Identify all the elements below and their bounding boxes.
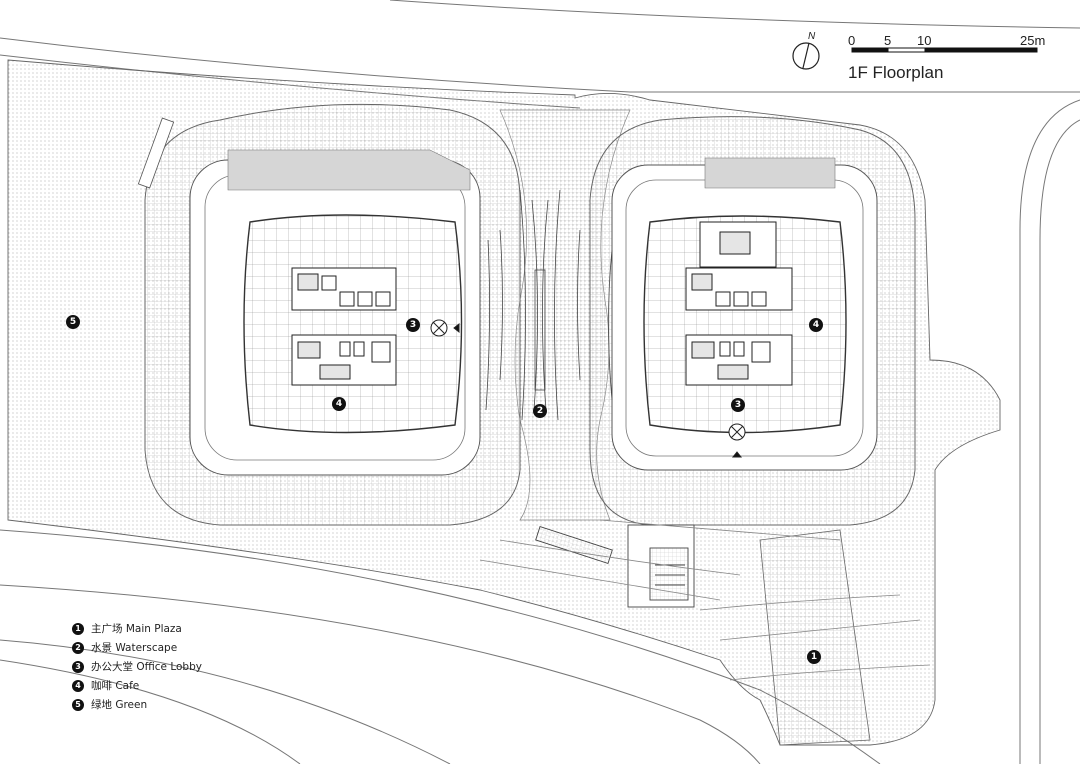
marker-main-plaza: 1 — [807, 650, 821, 664]
legend-badge: 2 — [72, 641, 84, 654]
scale-tick-0: 0 — [848, 33, 856, 48]
legend-text: 水景 Waterscape — [91, 642, 178, 654]
marker-green: 5 — [66, 315, 80, 329]
marker-waterscape: 2 — [533, 404, 547, 418]
legend-text: 主广场 Main Plaza — [91, 623, 182, 635]
legend-item: 1 主广场 Main Plaza — [72, 619, 202, 638]
legend: 1 主广场 Main Plaza 2 水景 Waterscape 3 办公大堂 … — [72, 619, 202, 714]
legend-item: 5 绿地 Green — [72, 695, 202, 714]
plan-title: 1F Floorplan — [848, 63, 944, 82]
marker-cafe-right: 4 — [809, 318, 823, 332]
waterscape-lines — [485, 189, 613, 421]
marker-cafe-left: 4 — [332, 397, 346, 411]
north-label: N — [808, 31, 816, 42]
legend-text: 办公大堂 Office Lobby — [91, 661, 202, 673]
revolving-doors — [430, 319, 746, 458]
marker-lobby-right: 3 — [731, 398, 745, 412]
legend-badge: 4 — [72, 679, 84, 692]
legend-text: 咖啡 Cafe — [91, 680, 140, 692]
right-core — [685, 221, 793, 386]
scale-tick-10: 10 — [917, 33, 932, 48]
legend-badge: 3 — [72, 660, 84, 673]
legend-item: 3 办公大堂 Office Lobby — [72, 657, 202, 676]
scale-tick-5: 5 — [884, 33, 892, 48]
north-arrow — [792, 42, 820, 70]
legend-text: 绿地 Green — [91, 699, 148, 711]
legend-item: 2 水景 Waterscape — [72, 638, 202, 657]
left-tower-plate — [243, 214, 463, 434]
scale-tick-25: 25m — [1020, 33, 1046, 48]
legend-badge: 5 — [72, 698, 84, 711]
legend-badge: 1 — [72, 622, 84, 635]
legend-item: 4 咖啡 Cafe — [72, 676, 202, 695]
scale-bar — [851, 47, 1038, 53]
marker-lobby-left: 3 — [406, 318, 420, 332]
left-core — [291, 267, 397, 386]
